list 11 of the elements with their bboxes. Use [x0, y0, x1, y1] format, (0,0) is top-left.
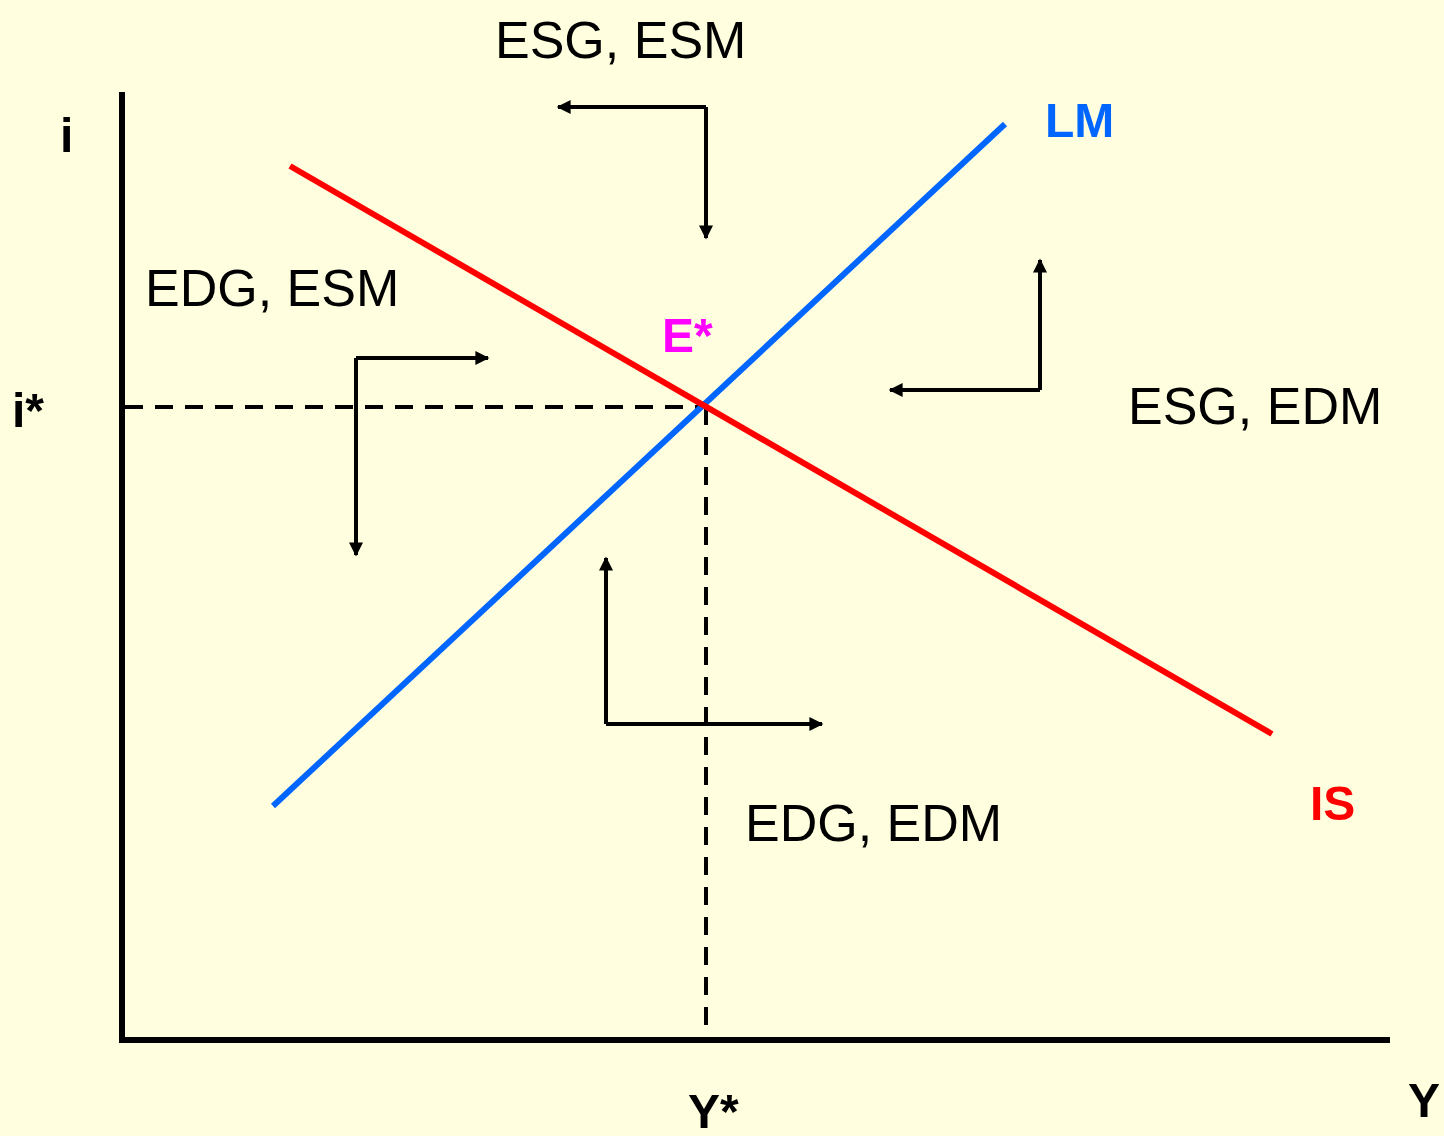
curve-label: LM: [1045, 97, 1115, 145]
region-label: EDG, EDM: [745, 797, 1003, 849]
axis-label: i*: [12, 387, 44, 435]
region-label: ESG, ESM: [495, 14, 747, 66]
region-label: EDG, ESM: [145, 262, 400, 314]
axis-label: Y*: [688, 1088, 739, 1136]
equilibrium-label: E*: [662, 312, 713, 360]
region-label: ESG, EDM: [1128, 380, 1383, 432]
curve-label: IS: [1310, 780, 1356, 828]
axis-label: Y: [1408, 1077, 1440, 1125]
axis-label: i: [60, 112, 74, 160]
